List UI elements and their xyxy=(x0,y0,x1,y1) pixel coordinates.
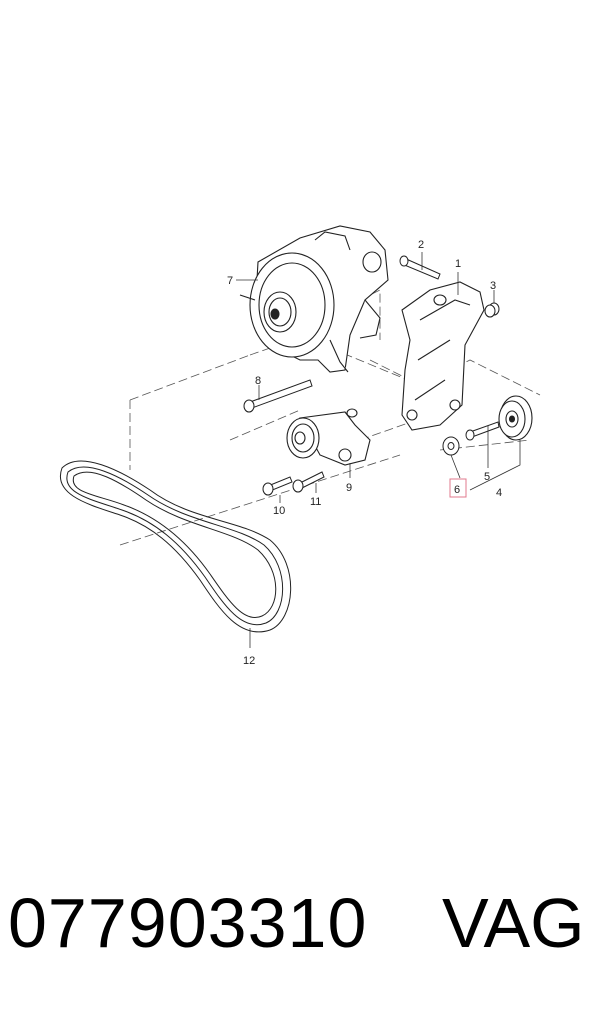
callout-6: 6 xyxy=(454,484,460,496)
part-number: 077903310 xyxy=(8,884,368,962)
callout-11: 11 xyxy=(310,496,321,508)
callout-1: 1 xyxy=(455,258,461,270)
callout-8: 8 xyxy=(255,375,261,387)
leader-lines xyxy=(236,252,521,648)
callout-7: 7 xyxy=(227,275,233,287)
washer-part xyxy=(442,436,460,456)
bracket-part xyxy=(401,281,485,431)
callout-labels: 1 2 3 4 5 6 7 8 9 10 11 12 xyxy=(227,239,502,667)
callout-3: 3 xyxy=(490,280,496,292)
bolt-8-part xyxy=(243,379,313,413)
ribbed-belt-part xyxy=(59,460,292,633)
bolt-10-part xyxy=(262,476,293,496)
brand-name: VAG xyxy=(442,884,585,962)
callout-12: 12 xyxy=(243,655,255,667)
bolt-11-part xyxy=(292,471,325,493)
bolt-5-part xyxy=(465,421,500,441)
callout-2: 2 xyxy=(418,239,424,251)
exploded-parts-diagram: 1 2 3 4 5 6 7 8 9 10 11 12 xyxy=(59,225,541,667)
callout-5: 5 xyxy=(484,471,490,483)
alternator-part xyxy=(239,225,389,373)
bolt-2-part xyxy=(399,255,441,280)
highlight-box xyxy=(449,478,467,498)
callout-9: 9 xyxy=(346,482,352,494)
idler-pulley-part xyxy=(498,395,533,441)
tensioner-part xyxy=(286,408,371,466)
callout-4: 4 xyxy=(496,487,502,499)
callout-10: 10 xyxy=(273,505,285,517)
sleeve-part xyxy=(484,302,500,318)
